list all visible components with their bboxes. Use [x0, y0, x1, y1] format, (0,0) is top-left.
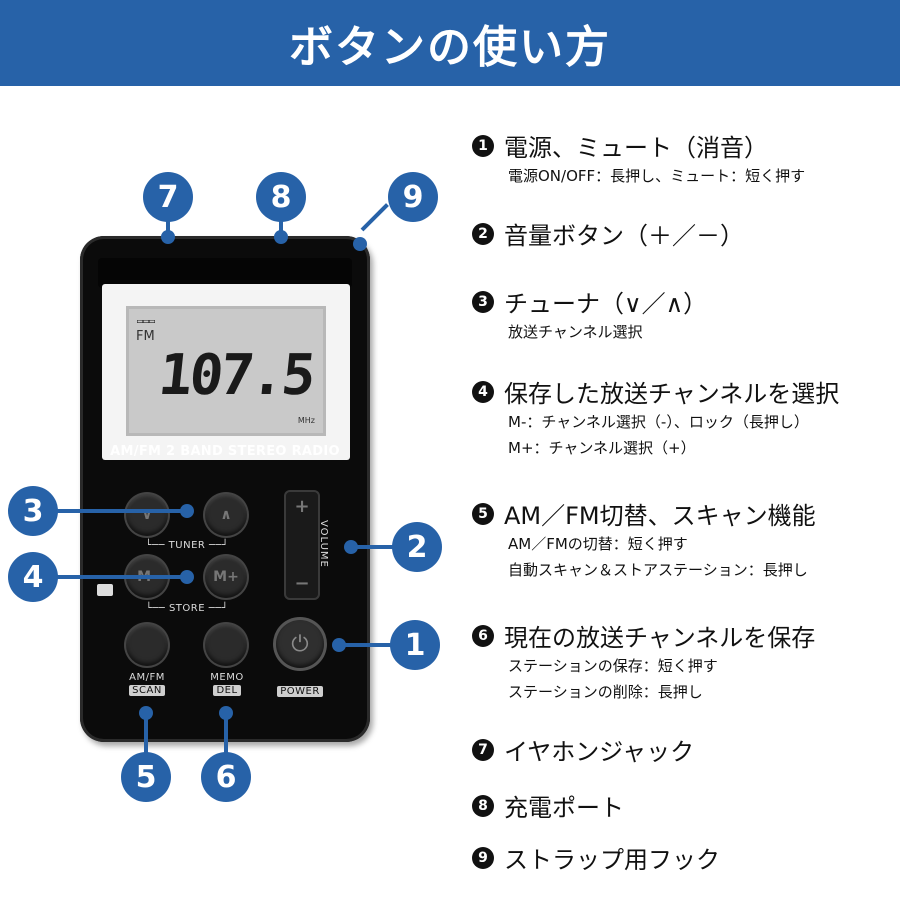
- volume-minus-icon: −: [294, 573, 310, 594]
- legend-item-1: 1 電源、ミュート（消音） 電源ON/OFF：長押し、ミュート：短く押す: [472, 128, 805, 189]
- frequency-unit: MHz: [297, 416, 315, 425]
- memo-label: MEMO: [210, 672, 244, 683]
- power-tag: POWER: [277, 686, 323, 697]
- callout-6: 6: [201, 752, 251, 802]
- legend-title: イヤホンジャック: [504, 738, 695, 766]
- legend-detail: ステーションの保存：短く押す: [508, 657, 718, 675]
- callout-9-dot: [353, 237, 367, 251]
- volume-rocker[interactable]: + −: [284, 490, 320, 600]
- power-button[interactable]: ⏻: [276, 620, 324, 668]
- legend-detail: 放送チャンネル選択: [508, 323, 643, 341]
- legend-item-2: 2 音量ボタン（＋／－）: [472, 216, 744, 251]
- callout-2-line: [350, 545, 394, 549]
- legend-number: 4: [472, 380, 494, 403]
- callout-5: 5: [121, 752, 171, 802]
- legend-number: 7: [472, 738, 494, 761]
- legend-title: 電源、ミュート（消音）: [504, 134, 768, 162]
- frequency-readout: 107.5: [155, 343, 316, 408]
- power-icon: ⏻: [291, 631, 309, 657]
- legend-title: 保存した放送チャンネルを選択: [504, 380, 840, 408]
- legend-item-7: 7 イヤホンジャック: [472, 732, 694, 767]
- legend-number: 3: [472, 290, 494, 313]
- volume-plus-icon: +: [294, 496, 310, 517]
- legend-item-8: 8 充電ポート: [472, 788, 624, 823]
- legend-item-3: 3 チューナ（∨／∧） 放送チャンネル選択: [472, 284, 707, 345]
- callout-2-dot: [344, 540, 358, 554]
- title-banner: ボタンの使い方: [0, 0, 900, 86]
- callout-9-line: [360, 203, 389, 232]
- callout-1-dot: [332, 638, 346, 652]
- callout-3-dot: [180, 504, 194, 518]
- legend-item-4: 4 保存した放送チャンネルを選択 M-：チャンネル選択（-）、ロック（長押し） M…: [472, 374, 839, 461]
- callout-2: 2: [392, 522, 442, 572]
- scan-tag: SCAN: [129, 685, 165, 696]
- legend-title: AM／FM切替、スキャン機能: [504, 502, 816, 530]
- legend-number: 5: [472, 502, 494, 525]
- del-tag: DEL: [213, 685, 241, 696]
- legend-title: 音量ボタン（＋／－）: [504, 222, 744, 250]
- callout-7: 7: [143, 172, 193, 222]
- legend-title: 充電ポート: [504, 794, 624, 822]
- callout-3-line: [56, 509, 184, 513]
- amfm-label: AM/FM: [129, 672, 165, 683]
- band-indicator: FM: [136, 329, 155, 344]
- callout-8-line: [279, 220, 283, 238]
- callout-6-line: [224, 712, 228, 756]
- callout-1: 1: [390, 620, 440, 670]
- callout-7-dot: [161, 230, 175, 244]
- legend-detail: AM／FMの切替：短く押す: [508, 535, 688, 553]
- legend-number: 2: [472, 222, 494, 245]
- legend-title: 現在の放送チャンネルを保存: [504, 624, 816, 652]
- legend-detail: M-：チャンネル選択（-）、ロック（長押し）: [508, 413, 809, 431]
- callout-1-line: [338, 643, 392, 647]
- memo-del-button[interactable]: [205, 624, 247, 666]
- lcd-display: ▭▭▭ FM 107.5 MHz: [126, 306, 326, 436]
- legend-number: 9: [472, 846, 494, 869]
- legend-number: 8: [472, 794, 494, 817]
- lock-icon: [97, 584, 113, 596]
- amfm-scan-button[interactable]: [126, 624, 168, 666]
- tuner-label: └── TUNER ──┘: [145, 540, 229, 551]
- memo-label-group: MEMO DEL: [192, 672, 262, 696]
- tuner-down-button[interactable]: ∨: [126, 494, 168, 536]
- legend-item-6: 6 現在の放送チャンネルを保存 ステーションの保存：短く押す ステーションの削除：…: [472, 618, 815, 705]
- m-plus-label: M+: [213, 569, 239, 585]
- volume-label: VOLUME: [318, 520, 329, 568]
- amfm-label-group: AM/FM SCAN: [112, 672, 182, 696]
- callout-5-line: [144, 712, 148, 756]
- legend-number: 6: [472, 624, 494, 647]
- legend-detail: 電源ON/OFF：長押し、ミュート：短く押す: [508, 167, 806, 185]
- legend-item-9: 9 ストラップ用フック: [472, 840, 720, 875]
- store-label: └── STORE ──┘: [145, 603, 229, 614]
- legend-item-5: 5 AM／FM切替、スキャン機能 AM／FMの切替：短く押す 自動スキャン＆ストア…: [472, 496, 816, 583]
- callout-3: 3: [8, 486, 58, 536]
- legend-title: ストラップ用フック: [504, 846, 720, 874]
- callout-8: 8: [256, 172, 306, 222]
- callout-9: 9: [388, 172, 438, 222]
- callout-4-dot: [180, 570, 194, 584]
- legend-detail: ステーションの削除：長押し: [508, 683, 703, 701]
- legend-detail: 自動スキャン＆ストアステーション：長押し: [508, 561, 808, 579]
- callout-7-line: [166, 220, 170, 238]
- legend-detail: M+：チャンネル選択（+）: [508, 439, 696, 457]
- legend-number: 1: [472, 134, 494, 157]
- callout-4-line: [56, 575, 184, 579]
- radio-top-band: [98, 258, 352, 288]
- m-plus-button[interactable]: M+: [205, 556, 247, 598]
- legend-title: チューナ（∨／∧）: [504, 290, 708, 318]
- callout-4: 4: [8, 552, 58, 602]
- tuner-up-button[interactable]: ∧: [205, 494, 247, 536]
- battery-icon: ▭▭▭: [137, 316, 156, 327]
- power-label-group: POWER: [270, 684, 330, 697]
- callout-8-dot: [274, 230, 288, 244]
- model-label: AM/FM 2 BAND STEREO RADIO: [110, 444, 340, 459]
- page-title: ボタンの使い方: [289, 22, 611, 73]
